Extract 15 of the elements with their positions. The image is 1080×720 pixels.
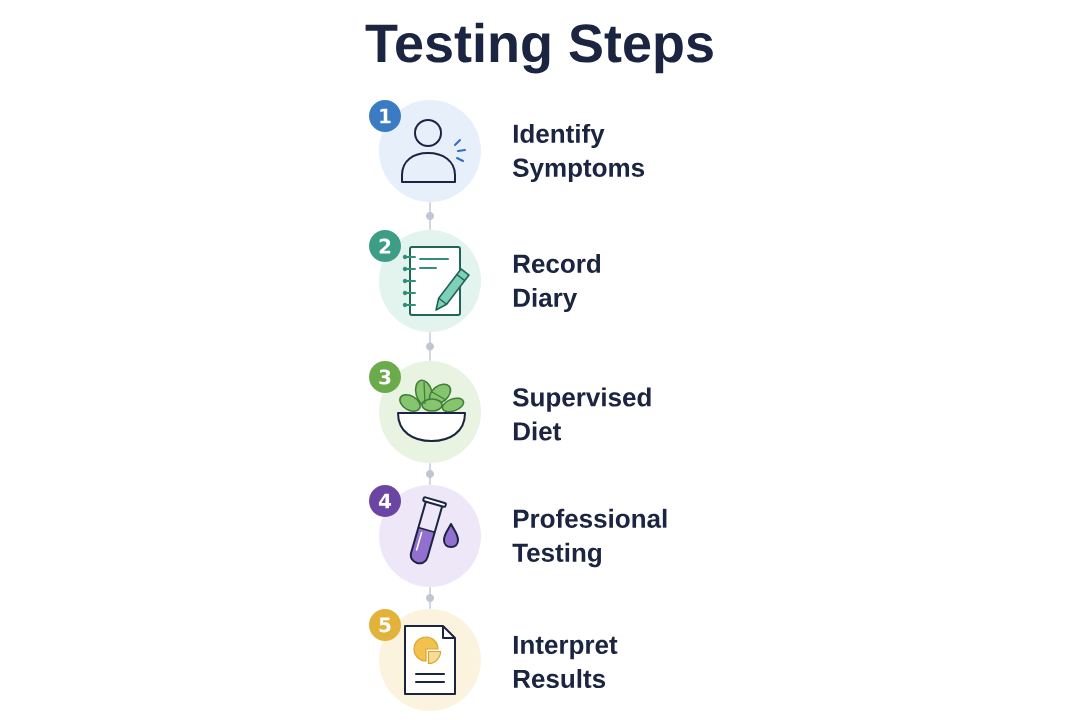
connector-line (426, 201, 434, 231)
number-badge: 3 (369, 361, 401, 393)
step-label: Professional Testing (512, 508, 667, 568)
number-badge: 4 (369, 485, 401, 517)
number-badge: 2 (369, 230, 401, 262)
number-badge: 5 (369, 609, 401, 641)
number-badge: 1 (369, 100, 401, 132)
connector-line (426, 586, 434, 610)
connector-line (426, 331, 434, 362)
step-label: Interpret Results (513, 635, 618, 689)
title: Testing Steps (365, 22, 713, 74)
step-label: Record Diary (513, 253, 601, 313)
connector-line (426, 462, 434, 486)
step-label: Identify Symptoms (512, 123, 645, 183)
step-label: Supervised Diet (512, 387, 651, 441)
